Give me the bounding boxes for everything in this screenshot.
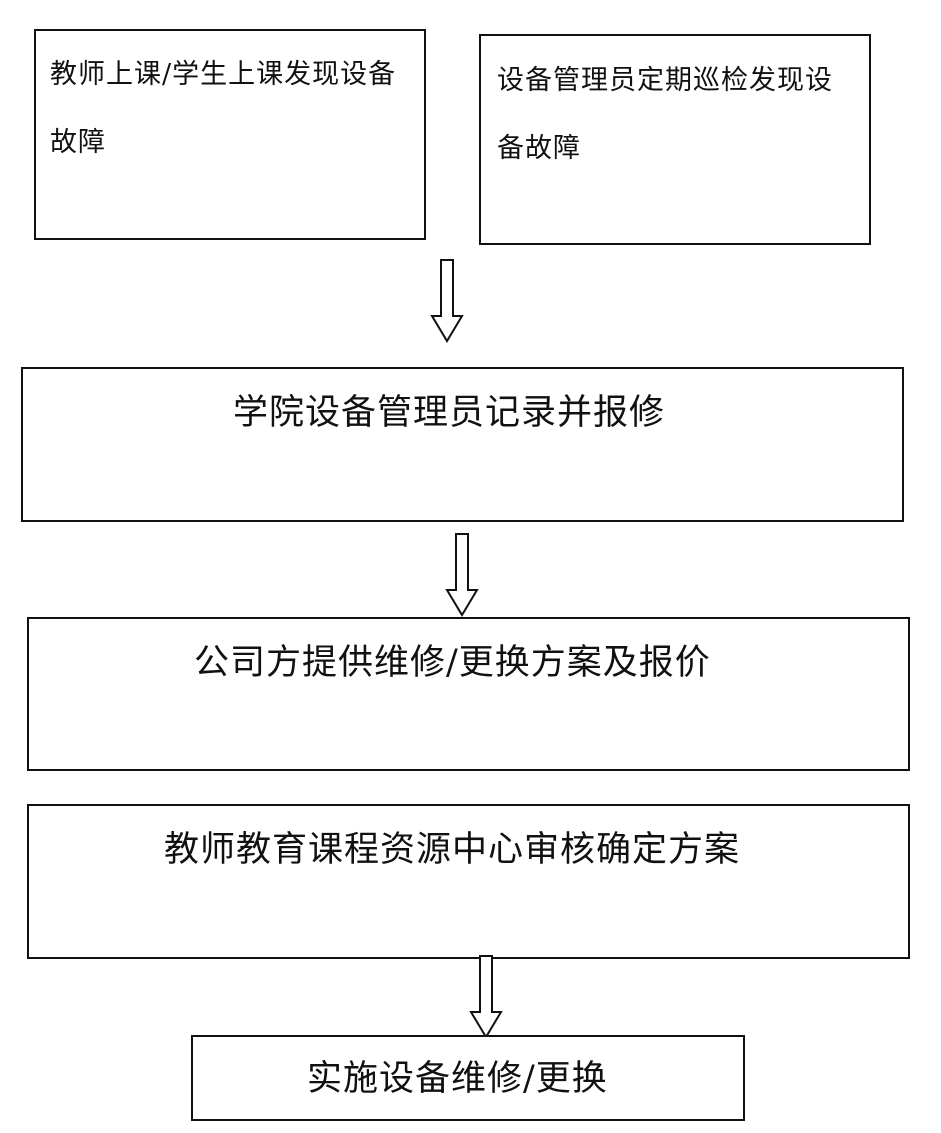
box-teacher-student-report: 教师上课/学生上课发现设备故障 xyxy=(34,29,426,240)
arrow-down-icon xyxy=(469,955,503,1039)
box-admin-inspection: 设备管理员定期巡检发现设备故障 xyxy=(479,34,871,245)
box-record-and-report: 学院设备管理员记录并报修 xyxy=(21,367,904,522)
box-implement-repair-text: 实施设备维修/更换 xyxy=(307,1059,608,1099)
box-admin-inspection-text: 设备管理员定期巡检发现设备故障 xyxy=(497,65,833,164)
box-company-plan-quote-text: 公司方提供维修/更换方案及报价 xyxy=(194,643,711,683)
arrow-down-icon xyxy=(445,533,479,617)
box-center-review: 教师教育课程资源中心审核确定方案 xyxy=(27,804,910,959)
box-record-and-report-text: 学院设备管理员记录并报修 xyxy=(233,393,666,433)
box-teacher-student-text: 教师上课/学生上课发现设备故障 xyxy=(50,59,397,158)
box-center-review-text: 教师教育课程资源中心审核确定方案 xyxy=(164,830,741,870)
arrow-down-icon xyxy=(430,259,464,343)
box-company-plan-quote: 公司方提供维修/更换方案及报价 xyxy=(27,617,910,771)
box-implement-repair: 实施设备维修/更换 xyxy=(191,1035,745,1121)
